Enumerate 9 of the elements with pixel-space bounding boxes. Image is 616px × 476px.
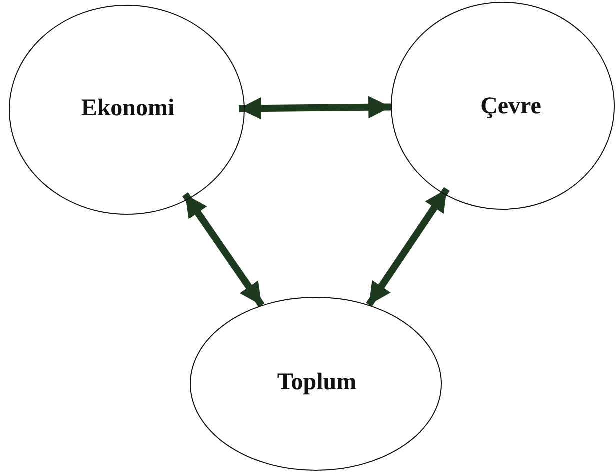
node-label: Çevre (480, 94, 542, 120)
double-arrow (182, 192, 265, 308)
circle (9, 5, 245, 215)
double-arrow (366, 187, 450, 308)
double-arrow (238, 96, 392, 120)
node-label: Toplum (277, 370, 357, 396)
node-label: Ekonomi (81, 96, 175, 122)
circle (391, 2, 615, 210)
circle (190, 297, 442, 471)
